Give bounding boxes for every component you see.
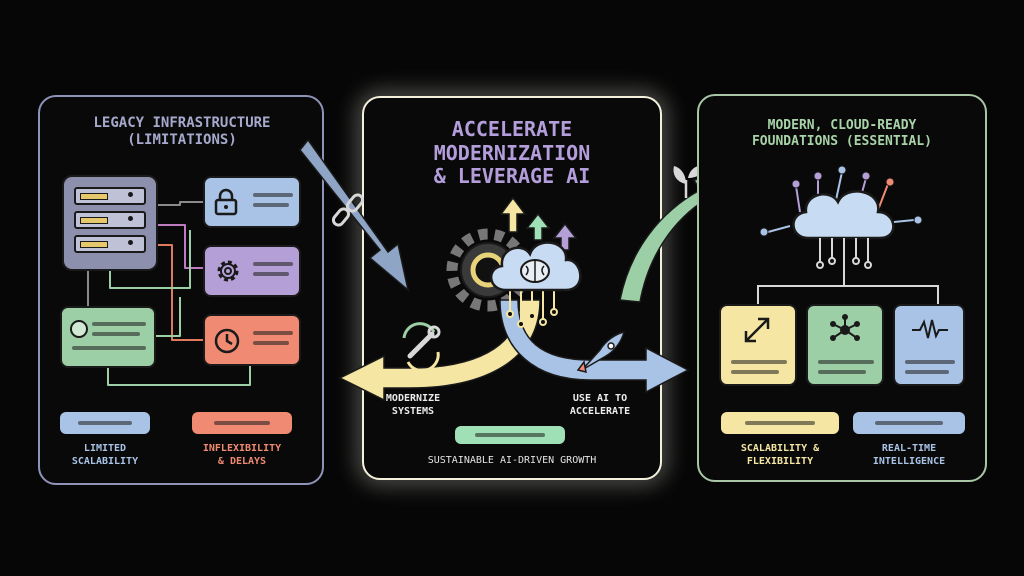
limited-scalability-label: LIMITED SCALABILITY: [71, 443, 139, 467]
expand-arrows-icon: [744, 317, 770, 343]
pulse-waveform-icon: [912, 319, 948, 339]
clock-icon: [214, 328, 240, 354]
scalability-flexibility-label: SCALABILITY & FLEXIBILITY: [740, 443, 820, 467]
gear-icon: [217, 260, 239, 282]
scalability-badge: [721, 412, 839, 434]
growth-badge: [455, 426, 565, 444]
real-time-badge: [853, 412, 965, 434]
middle-panel-title: ACCELERATE MODERNIZATION & LEVERAGE AI: [433, 117, 591, 189]
lock-icon: [214, 188, 238, 216]
scalability-card: [719, 304, 797, 386]
real-time-intelligence-label: REAL-TIME INTELLIGENCE: [872, 443, 946, 467]
sustainable-growth-label: SUSTAINABLE AI-DRIVEN GROWTH: [427, 455, 597, 466]
right-panel-title: MODERN, CLOUD-READY FOUNDATIONS (ESSENTI…: [751, 118, 932, 149]
legacy-info-card: [60, 306, 156, 368]
inflexibility-badge: [192, 412, 292, 434]
server-rack-icon: [62, 175, 158, 271]
inflexibility-label: INFLEXIBILITY & DELAYS: [202, 443, 282, 467]
legacy-panel-title: LEGACY INFRASTRUCTURE (LIMITATIONS): [93, 115, 271, 148]
broken-chain-icon: [331, 193, 365, 227]
use-ai-label: USE AI TO ACCELERATE: [569, 393, 631, 417]
delay-clock-card: [203, 314, 301, 366]
analytics-card: [893, 304, 965, 386]
network-hub-icon: [830, 314, 860, 341]
modernize-systems-label: MODERNIZE SYSTEMS: [385, 393, 441, 417]
limited-scalability-badge: [60, 412, 150, 434]
